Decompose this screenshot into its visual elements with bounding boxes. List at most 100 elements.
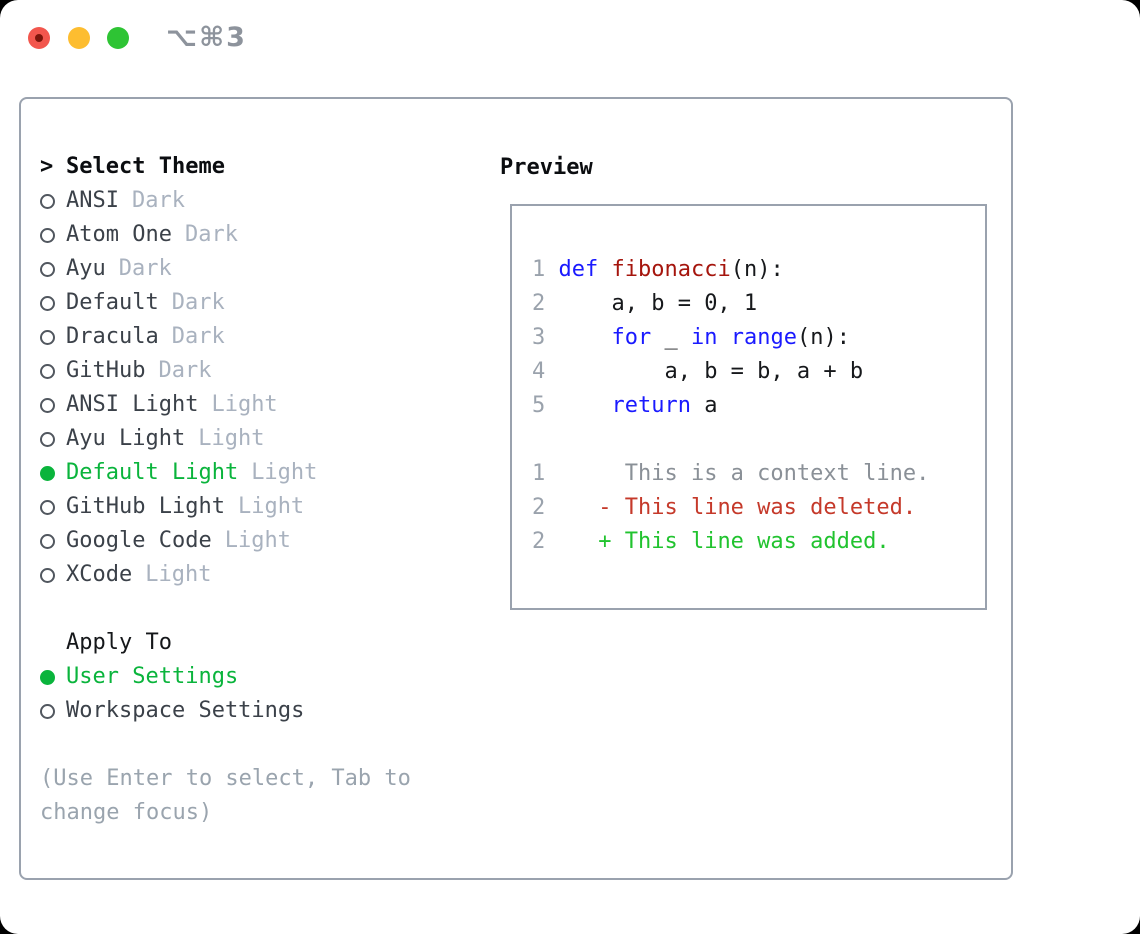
code-line: 5 return a: [532, 389, 985, 423]
radio-unselected-icon: [40, 533, 55, 549]
radio-selected-icon: [40, 669, 55, 685]
line-number: 3: [532, 325, 546, 350]
code-token: _: [651, 325, 691, 350]
radio-unselected-icon: [40, 499, 55, 515]
code-token: (n):: [730, 257, 784, 282]
theme-option[interactable]: XCode Light: [40, 558, 317, 592]
apply-to-header: Apply To: [40, 626, 304, 660]
theme-name: XCode: [66, 562, 133, 587]
radio-marker: [40, 567, 66, 583]
theme-list-header: > Select Theme: [40, 150, 317, 184]
theme-variant-tag: Dark: [158, 358, 212, 383]
theme-option[interactable]: GitHub Light Light: [40, 490, 317, 524]
radio-marker: [40, 193, 66, 209]
code-token: def: [558, 257, 599, 282]
line-number: 2: [532, 529, 546, 554]
code-token: [545, 257, 558, 282]
code-line: 2 + This line was added.: [532, 525, 985, 559]
theme-variant-tag: Dark: [118, 256, 172, 281]
theme-name: Default Light: [66, 460, 239, 485]
close-button[interactable]: [28, 27, 50, 49]
line-number: 5: [532, 393, 546, 418]
code-token: a, b = 0, 1: [545, 291, 758, 316]
code-token: (n):: [796, 325, 850, 350]
code-line: 1 This is a context line.: [532, 457, 985, 491]
radio-unselected-icon: [40, 397, 55, 413]
window-title: ⌥⌘3: [166, 22, 247, 53]
code-token: This is a context line.: [545, 461, 930, 486]
code-token: + This line was added.: [598, 529, 890, 554]
code-token: a, b = b, a + b: [545, 359, 864, 384]
theme-variant-tag: Dark: [171, 290, 225, 315]
code-token: fibonacci: [611, 257, 731, 282]
radio-unselected-icon: [40, 567, 55, 583]
theme-variant-tag: Light: [224, 528, 291, 553]
theme-option[interactable]: Ayu Light Light: [40, 422, 317, 456]
radio-marker: [40, 499, 66, 515]
radio-unselected-icon: [40, 193, 55, 209]
code-token: a: [690, 393, 718, 418]
caret-icon: >: [40, 154, 54, 179]
code-token: [598, 257, 611, 282]
radio-marker: [40, 329, 66, 345]
code-token: [545, 495, 598, 520]
theme-option[interactable]: Default Light Light: [40, 456, 317, 490]
theme-name: GitHub Light: [66, 494, 225, 519]
radio-unselected-icon: [40, 703, 55, 719]
code-line: 3 for _ in range(n):: [532, 321, 985, 355]
theme-name: Ayu Light: [66, 426, 186, 451]
keyboard-hint: (Use Enter to select, Tab to change focu…: [40, 766, 411, 825]
radio-unselected-icon: [40, 227, 55, 243]
code-token: range: [730, 325, 797, 350]
code-token: [545, 325, 611, 350]
line-number: 2: [532, 495, 546, 520]
radio-marker: [40, 227, 66, 243]
apply-option-label: Workspace Settings: [66, 698, 305, 723]
theme-variant-tag: Dark: [171, 324, 225, 349]
theme-variant-tag: Light: [251, 460, 318, 485]
code-token: in: [690, 325, 718, 350]
zoom-button[interactable]: [107, 27, 129, 49]
minimize-button[interactable]: [68, 27, 90, 49]
code-line: 2 a, b = 0, 1: [532, 287, 985, 321]
radio-selected-icon: [40, 465, 55, 481]
focus-marker: >: [40, 150, 66, 184]
theme-variant-tag: Light: [211, 392, 278, 417]
code-token: [545, 393, 611, 418]
theme-option[interactable]: Default Dark: [40, 286, 317, 320]
radio-unselected-icon: [40, 295, 55, 311]
apply-to-option[interactable]: User Settings: [40, 660, 304, 694]
unsaved-dot-icon: [35, 34, 43, 42]
radio-marker: [40, 533, 66, 549]
preview-title: Preview: [500, 155, 593, 180]
theme-name: Default: [66, 290, 159, 315]
radio-marker: [40, 261, 66, 277]
line-number: 4: [532, 359, 546, 384]
apply-option-label: User Settings: [66, 664, 239, 689]
code-token: - This line was deleted.: [598, 495, 917, 520]
code-line: 1 def fibonacci(n):: [532, 253, 985, 287]
radio-unselected-icon: [40, 363, 55, 379]
theme-variant-tag: Light: [145, 562, 212, 587]
theme-list-title: Select Theme: [66, 154, 225, 179]
code-line: 2 - This line was deleted.: [532, 491, 985, 525]
radio-marker: [40, 465, 66, 481]
theme-variant-tag: Light: [198, 426, 265, 451]
code-token: return: [611, 393, 691, 418]
radio-unselected-icon: [40, 431, 55, 447]
radio-marker: [40, 703, 66, 719]
theme-variant-tag: Light: [237, 494, 305, 519]
apply-to-option[interactable]: Workspace Settings: [40, 694, 304, 728]
radio-marker: [40, 295, 66, 311]
